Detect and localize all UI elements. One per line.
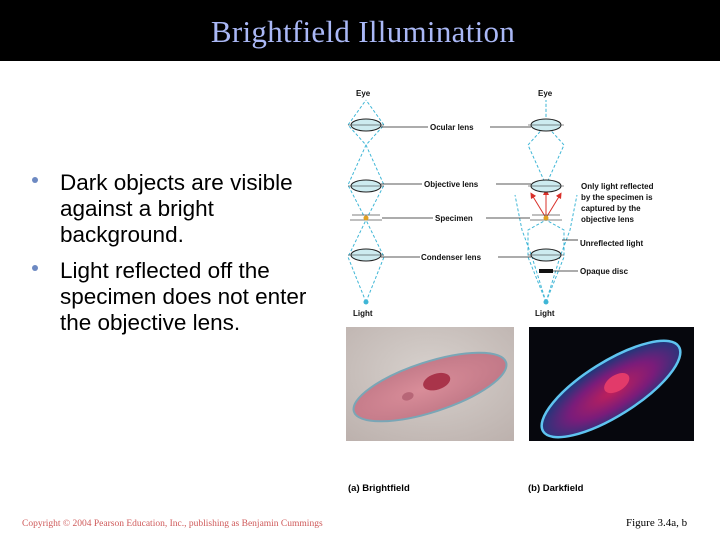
right-eye-label: Eye (538, 89, 553, 98)
bullet-dot-icon (32, 265, 38, 271)
bullet-list: Dark objects are visible against a brigh… (32, 170, 322, 346)
reflected-note-line: objective lens (581, 215, 634, 224)
left-light-label: Light (353, 309, 373, 318)
bullet-text: Dark objects are visible against a brigh… (60, 170, 293, 247)
opaque-disc-icon (539, 269, 553, 273)
left-lenses (351, 119, 381, 261)
figure-reference: Figure 3.4a, b (626, 517, 687, 529)
bullet-item: Light reflected off the specimen does no… (32, 258, 322, 336)
right-light-label: Light (535, 309, 555, 318)
brightfield-photo (346, 327, 514, 441)
microscope-diagram: Eye Eye Ocular lens Objective lens Speci… (340, 80, 710, 320)
unreflected-light-label: Unreflected light (580, 239, 643, 248)
specimen-label: Specimen (435, 214, 473, 223)
condenser-lens-label: Condenser lens (421, 253, 482, 262)
left-eye-label: Eye (356, 89, 371, 98)
darkfield-photo (529, 327, 694, 441)
left-specimen-icon (364, 216, 369, 221)
copyright-text: Copyright © 2004 Pearson Education, Inc.… (22, 519, 323, 529)
darkfield-caption: (b) Darkfield (528, 483, 583, 494)
ocular-lens-label: Ocular lens (430, 123, 474, 132)
slide-title: Brightfield Illumination (0, 14, 720, 50)
right-light-source-icon (544, 300, 549, 305)
opaque-disc-label: Opaque disc (580, 267, 629, 276)
bullet-dot-icon (32, 177, 38, 183)
reflected-rays (532, 192, 560, 218)
left-light-source-icon (364, 300, 369, 305)
right-lenses (531, 119, 561, 261)
reflected-note-line: Only light reflected (581, 182, 654, 191)
reflected-note-line: captured by the (581, 204, 641, 213)
brightfield-caption: (a) Brightfield (348, 483, 410, 494)
objective-lens-label: Objective lens (424, 180, 479, 189)
right-specimen-icon (544, 216, 549, 221)
reflected-note-line: by the specimen is (581, 193, 653, 202)
bullet-item: Dark objects are visible against a brigh… (32, 170, 322, 248)
bullet-text: Light reflected off the specimen does no… (60, 258, 306, 335)
